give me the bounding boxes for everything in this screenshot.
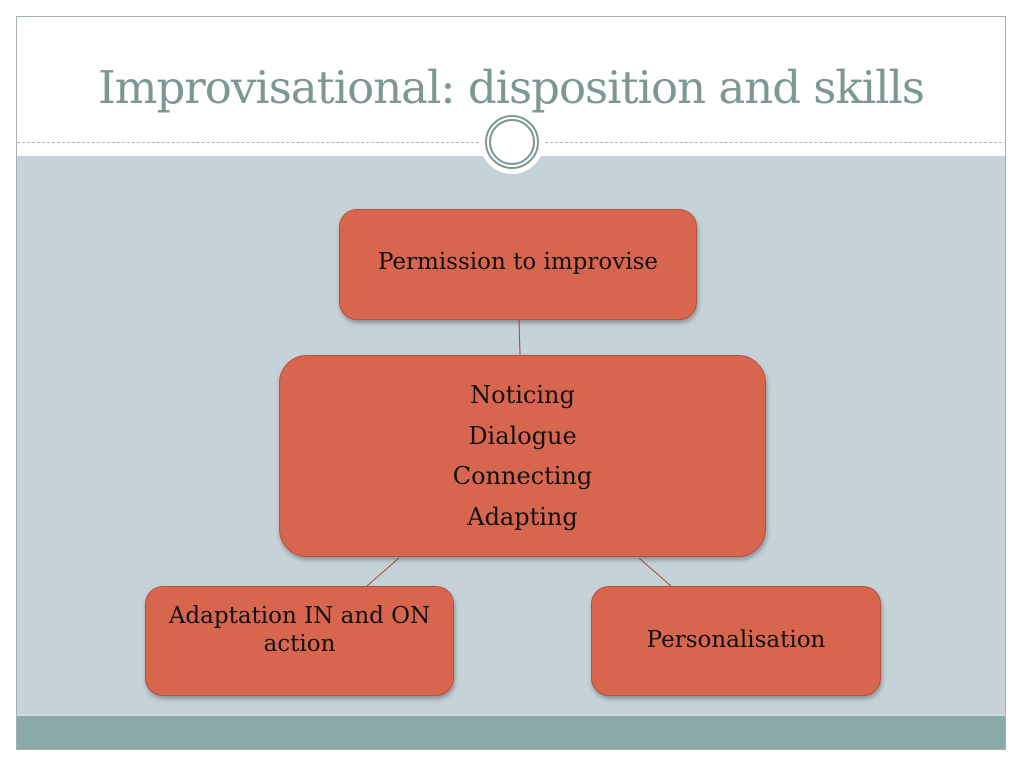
node-adaptation-in-on-action[interactable]: Adaptation IN and ON action xyxy=(145,586,454,696)
node-text-noticing: Noticing xyxy=(470,381,575,409)
title-divider-right xyxy=(545,142,1005,143)
node-text: Permission to improvise xyxy=(377,249,659,275)
node-text: Personalisation xyxy=(646,626,826,653)
node-text-adapting: Adapting xyxy=(467,502,578,531)
node-text-line-1: Adaptation IN and ON xyxy=(168,603,431,629)
node-personalisation[interactable]: Personalisation xyxy=(591,586,881,696)
node-core-skills[interactable]: Noticing Dialogue Connecting Adapting xyxy=(279,355,766,557)
inner-ring xyxy=(489,119,535,165)
outer-ring xyxy=(485,115,539,169)
node-text-line-2: action xyxy=(263,631,336,657)
slide-title: Improvisational: disposition and skills xyxy=(98,61,925,114)
node-permission-to-improvise[interactable]: Permission to improvise xyxy=(339,209,697,320)
slide: Improvisational: disposition and skills … xyxy=(16,16,1006,750)
circle-ornament-icon xyxy=(480,110,544,174)
node-text-dialogue: Dialogue xyxy=(468,421,577,450)
title-divider-left xyxy=(17,142,479,143)
node-text-connecting: Connecting xyxy=(452,462,593,490)
footer-band xyxy=(17,714,1005,749)
